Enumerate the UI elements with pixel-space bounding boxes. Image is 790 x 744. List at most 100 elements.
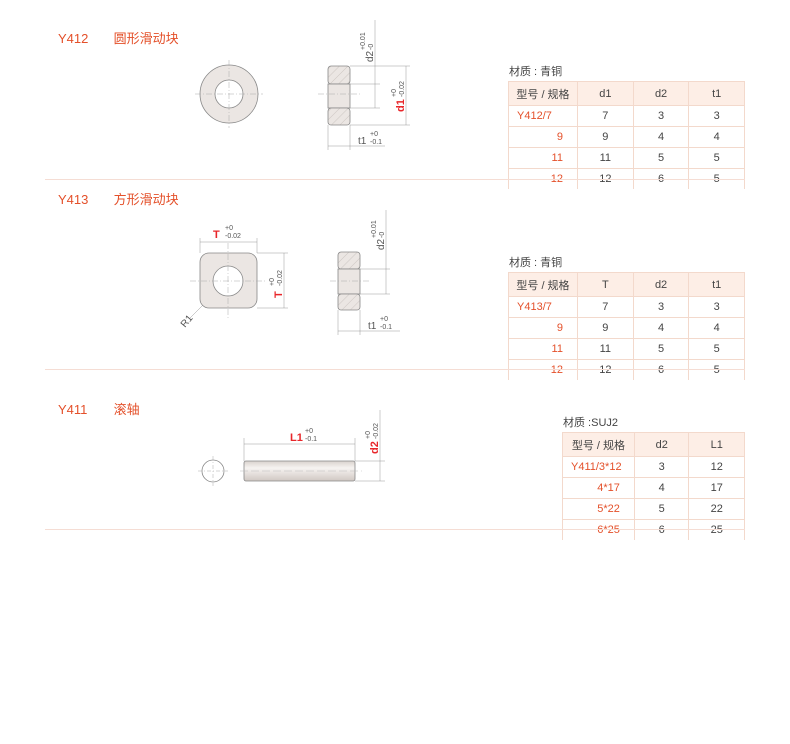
- column-header: d1: [576, 81, 634, 106]
- radius-label: R1: [179, 313, 196, 330]
- L1-dimension-label: L1 +0 -0.1: [290, 428, 317, 444]
- svg-text:d2: d2: [365, 50, 376, 62]
- model-cell: 11: [508, 147, 578, 169]
- column-header: t1: [688, 272, 745, 297]
- drawing-y411: L1 +0 -0.1 d2 +0 -0.02: [198, 410, 385, 486]
- value-cell: 11: [576, 147, 634, 169]
- svg-text:+0: +0: [370, 131, 378, 138]
- value-cell: 11: [576, 338, 634, 360]
- section-code: Y411: [58, 402, 88, 417]
- svg-text:-0: -0: [368, 44, 375, 50]
- value-cell: 4: [633, 477, 690, 499]
- drawing-y413: T +0 -0.02 T +0 -0.02 R1 d2 +0.01 -0 t1 …: [179, 210, 400, 335]
- svg-text:t1: t1: [358, 136, 367, 147]
- section-title-y411: Y411 滚轴: [58, 399, 140, 418]
- model-cell: 11: [508, 338, 578, 360]
- svg-text:+0.01: +0.01: [360, 32, 367, 50]
- table-row: 9 9 4 4: [508, 317, 745, 339]
- section-code: Y413: [58, 192, 89, 207]
- column-header: d2: [632, 81, 690, 106]
- T-top-dimension-label: T +0 -0.02: [213, 225, 241, 241]
- svg-text:+0: +0: [305, 428, 313, 435]
- model-cell: Y413/7: [508, 296, 578, 318]
- table-row: 11 11 5 5: [508, 147, 745, 169]
- svg-text:-0.1: -0.1: [370, 139, 382, 146]
- d2-dimension-label: d2 +0.01 -0: [371, 220, 387, 250]
- svg-text:T: T: [213, 229, 220, 241]
- model-cell: 12: [508, 168, 578, 189]
- spec-table-y413: 型号 / 规格 T d2 t1 Y413/7 7 3 3 9 9 4 4 11 …: [508, 272, 745, 380]
- svg-text:R1: R1: [179, 313, 196, 330]
- value-cell: 4: [632, 317, 690, 339]
- model-cell: Y411/3*12: [562, 456, 635, 478]
- ring-side-view: [318, 20, 410, 150]
- table-header-row: 型号 / 规格 d1 d2 t1: [508, 81, 745, 106]
- table-row: Y412/7 7 3 3: [508, 105, 745, 127]
- svg-text:L1: L1: [290, 432, 303, 444]
- svg-text:-0.02: -0.02: [277, 270, 284, 286]
- table-row: 4*17 4 17: [562, 477, 745, 499]
- value-cell: 3: [688, 105, 745, 127]
- model-cell: Y412/7: [508, 105, 578, 127]
- table-row: 9 9 4 4: [508, 126, 745, 148]
- spec-table-y412: 型号 / 规格 d1 d2 t1 Y412/7 7 3 3 9 9 4 4 11…: [508, 81, 745, 189]
- column-header: 型号 / 规格: [508, 81, 578, 106]
- svg-text:+0: +0: [380, 316, 388, 323]
- value-cell: 3: [632, 105, 690, 127]
- value-cell: 4: [688, 126, 745, 148]
- model-cell: 9: [508, 317, 578, 339]
- value-cell: 5: [632, 147, 690, 169]
- material-label: 材质 : 青铜: [509, 66, 563, 78]
- svg-text:-0.02: -0.02: [225, 233, 241, 240]
- roller-end-view: [198, 456, 228, 486]
- table-header-row: 型号 / 规格 T d2 t1: [508, 272, 745, 297]
- d1-dimension-label: d1 +0 -0.02: [391, 81, 407, 112]
- model-cell: 9: [508, 126, 578, 148]
- value-cell: 9: [576, 126, 634, 148]
- value-cell: 4: [632, 126, 690, 148]
- value-cell: 5: [633, 498, 690, 520]
- value-cell: 7: [576, 296, 634, 318]
- svg-text:-0.1: -0.1: [305, 436, 317, 443]
- column-header: t1: [688, 81, 745, 106]
- column-header: L1: [688, 432, 745, 457]
- value-cell: 22: [688, 498, 745, 520]
- svg-text:+0: +0: [365, 431, 372, 439]
- section-title-y413: Y413 方形滑动块: [58, 189, 179, 208]
- d2-dimension-label: d2 +0 -0.02: [365, 423, 381, 454]
- column-header: 型号 / 规格: [562, 432, 635, 457]
- section-name: 滚轴: [113, 402, 140, 417]
- value-cell: 9: [576, 317, 634, 339]
- section-divider: [45, 529, 745, 530]
- svg-text:+0: +0: [225, 225, 233, 232]
- svg-text:-0.02: -0.02: [373, 423, 380, 439]
- svg-text:+0: +0: [269, 278, 276, 286]
- t1-dimension-label: t1 +0 -0.1: [368, 316, 392, 332]
- value-cell: 7: [576, 105, 634, 127]
- table-header-row: 型号 / 规格 d2 L1: [562, 432, 745, 457]
- table-row: Y411/3*12 3 12: [562, 456, 745, 478]
- svg-text:-0.1: -0.1: [380, 324, 392, 331]
- ring-front-view: [195, 60, 263, 128]
- spec-table-y411: 型号 / 规格 d2 L1 Y411/3*12 3 12 4*17 4 17 5…: [562, 432, 745, 540]
- value-cell: 17: [688, 477, 745, 499]
- model-cell: 5*22: [562, 498, 635, 520]
- value-cell: 5: [632, 338, 690, 360]
- drawing-y412: d2 +0.01 -0 d1 +0 -0.02 t1 +0 -0.1: [195, 20, 410, 150]
- section-divider: [45, 369, 745, 370]
- svg-text:d2: d2: [369, 441, 381, 454]
- roller-side-view: [240, 410, 385, 482]
- section-code: Y412: [58, 31, 89, 46]
- svg-text:+0.01: +0.01: [371, 220, 378, 238]
- value-cell: 12: [688, 456, 745, 478]
- value-cell: 5: [688, 147, 745, 169]
- value-cell: 3: [688, 296, 745, 318]
- svg-text:d2: d2: [376, 238, 387, 250]
- section-name: 方形滑动块: [113, 192, 179, 207]
- section-name: 圆形滑动块: [113, 31, 179, 46]
- t1-dimension-label: t1 +0 -0.1: [358, 131, 382, 147]
- column-header: T: [576, 272, 634, 297]
- svg-text:T: T: [273, 291, 285, 298]
- value-cell: 4: [688, 317, 745, 339]
- column-header: d2: [632, 272, 690, 297]
